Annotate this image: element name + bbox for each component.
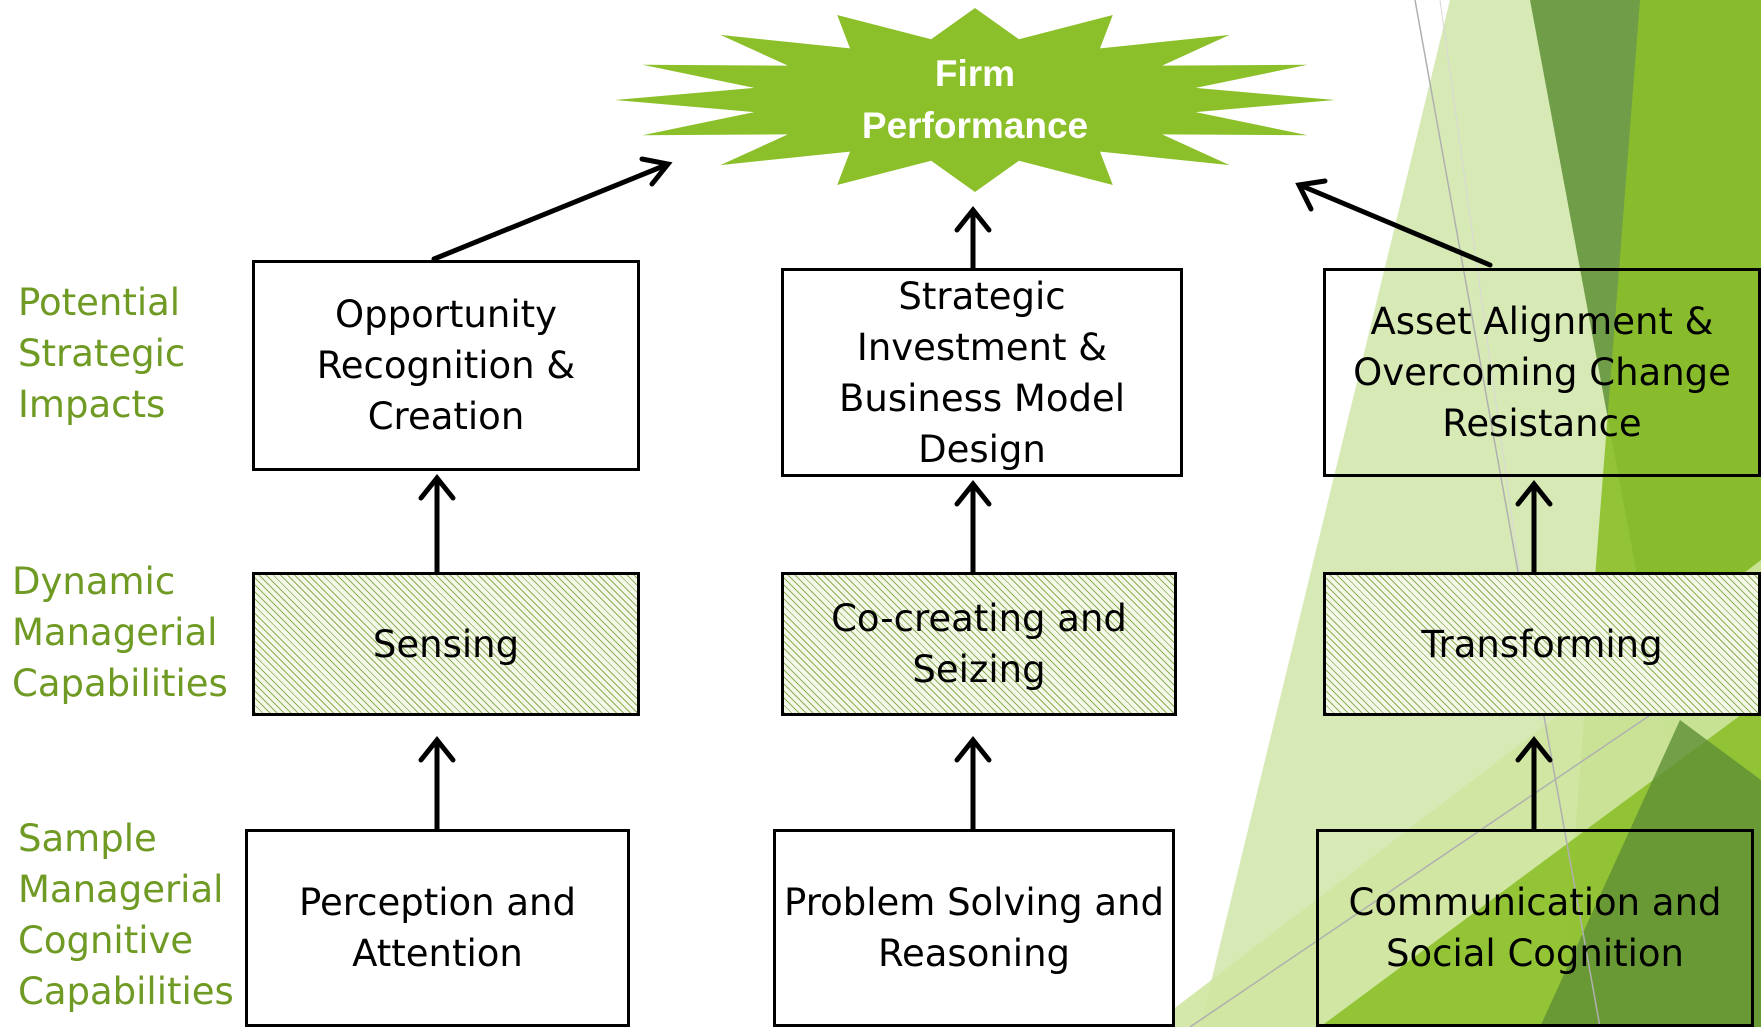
goal-line-1: Firm	[934, 53, 1016, 94]
capability-box-seizing: Co-creating and Seizing	[781, 572, 1177, 716]
impact-box-opportunity: Opportunity Recognition & Creation	[252, 260, 640, 471]
cognitive-text: Perception and Attention	[299, 881, 576, 975]
bg-thin-line-1	[1414, 0, 1601, 1027]
row-label-cognitive: Sample Managerial Cognitive Capabilities	[18, 817, 234, 1013]
capability-text: Sensing	[372, 622, 520, 666]
impact-box-strategic-investment: Strategic Investment & Business Model De…	[781, 268, 1183, 477]
capability-box-sensing: Sensing	[252, 572, 640, 716]
impact-box-asset-alignment: Asset Alignment & Overcoming Change Resi…	[1323, 268, 1761, 477]
impact-text: Opportunity Recognition & Creation	[316, 293, 576, 438]
cognitive-text: Problem Solving and Reasoning	[784, 881, 1164, 975]
cognitive-box-problem-solving: Problem Solving and Reasoning	[773, 829, 1175, 1027]
capability-text: Transforming	[1421, 622, 1663, 666]
starburst-shape	[615, 8, 1335, 192]
cognitive-box-communication: Communication and Social Cognition	[1316, 829, 1754, 1027]
impact-text: Strategic Investment & Business Model De…	[838, 274, 1125, 471]
cognitive-text: Communication and Social Cognition	[1348, 881, 1722, 975]
row-label-capabilities: Dynamic Managerial Capabilities	[12, 560, 228, 705]
impact-text: Asset Alignment & Overcoming Change Resi…	[1353, 300, 1731, 445]
goal-line-2: Performance	[861, 105, 1089, 146]
capability-text: Co-creating and Seizing	[831, 597, 1127, 691]
capability-box-transforming: Transforming	[1323, 572, 1761, 716]
row-label-impacts: Potential Strategic Impacts	[18, 281, 186, 426]
cognitive-box-perception: Perception and Attention	[245, 829, 630, 1027]
firm-performance-label: Firm Performance	[810, 48, 1140, 152]
bg-green-triangle-dark	[1540, 720, 1761, 1027]
